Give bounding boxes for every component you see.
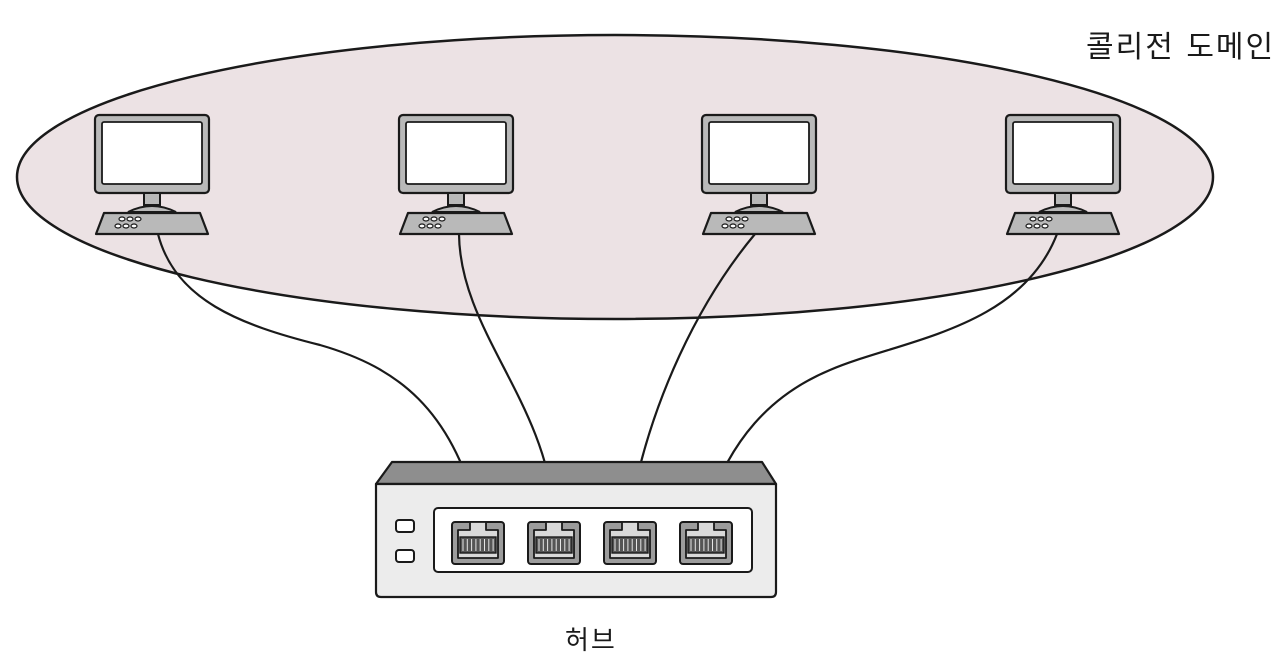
- computer-3: [700, 113, 818, 236]
- hub-port-2: [527, 521, 581, 565]
- keyboard-key: [418, 223, 426, 229]
- keyboard-key: [1025, 223, 1033, 229]
- keyboard-icon: [701, 211, 817, 236]
- keyboard-key: [725, 216, 733, 222]
- keyboard-key: [733, 216, 741, 222]
- computers: [93, 113, 1122, 236]
- keyboard-icon: [398, 211, 514, 236]
- computer-1: [93, 113, 211, 236]
- hub-top-face: [374, 460, 778, 486]
- keyboard-key: [422, 216, 430, 222]
- keyboard-key: [126, 216, 134, 222]
- keyboard-icon: [1005, 211, 1121, 236]
- keyboard-key: [1037, 216, 1045, 222]
- hub-led-1: [395, 519, 415, 533]
- keyboard-key: [438, 216, 446, 222]
- keyboard-key: [1033, 223, 1041, 229]
- monitor-screen: [1012, 121, 1114, 185]
- keyboard-key: [1041, 223, 1049, 229]
- monitor-stand: [447, 192, 465, 206]
- hub-ports: [451, 521, 733, 565]
- hub-port-1: [451, 521, 505, 565]
- hub-port-3: [603, 521, 657, 565]
- monitor-screen: [708, 121, 810, 185]
- hub-led-2: [395, 549, 415, 563]
- keyboard-icon: [94, 211, 210, 236]
- cables: [156, 232, 1059, 514]
- keyboard-key: [122, 223, 130, 229]
- rj45-pins: [535, 536, 573, 554]
- keyboard-key: [1045, 216, 1053, 222]
- monitor-screen: [101, 121, 203, 185]
- keyboard-key: [426, 223, 434, 229]
- keyboard-key: [130, 223, 138, 229]
- keyboard-key: [430, 216, 438, 222]
- computer-4: [1004, 113, 1122, 236]
- rj45-pins: [611, 536, 649, 554]
- rj45-pins: [687, 536, 725, 554]
- hub-label: 허브: [565, 626, 617, 656]
- keyboard-key: [134, 216, 142, 222]
- keyboard-key: [1029, 216, 1037, 222]
- keyboard-key: [118, 216, 126, 222]
- cable-4: [704, 232, 1059, 514]
- monitor-stand: [143, 192, 161, 206]
- keyboard-key: [721, 223, 729, 229]
- monitor-screen: [405, 121, 507, 185]
- monitor-stand: [1054, 192, 1072, 206]
- keyboard-key: [114, 223, 122, 229]
- monitor-stand: [750, 192, 768, 206]
- cable-1: [156, 232, 480, 514]
- collision-domain-label: 콜리전 도메인: [1086, 30, 1276, 65]
- computer-2: [397, 113, 515, 236]
- keyboard-key: [741, 216, 749, 222]
- keyboard-key: [729, 223, 737, 229]
- keyboard-key: [737, 223, 745, 229]
- hub: [374, 460, 778, 599]
- collision-domain-region: [15, 33, 1215, 321]
- keyboard-key: [434, 223, 442, 229]
- rj45-pins: [459, 536, 497, 554]
- hub-port-4: [679, 521, 733, 565]
- hub-port-panel: [433, 507, 753, 573]
